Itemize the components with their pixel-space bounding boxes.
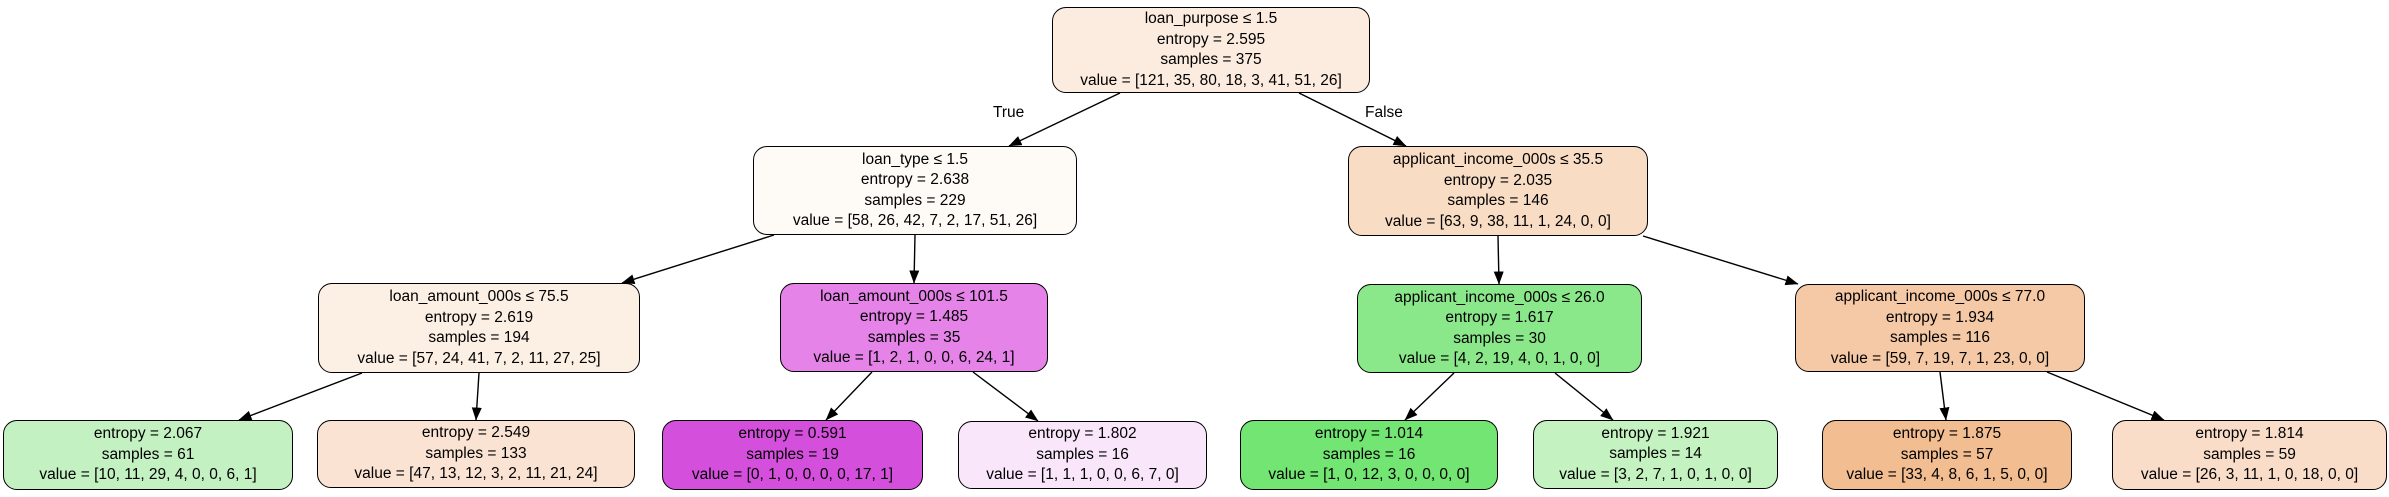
node-value: value = [10, 11, 29, 4, 0, 0, 6, 1] [39, 466, 257, 484]
tree-leaf-llr: entropy = 2.549 samples = 133 value = [4… [317, 420, 635, 488]
node-samples: samples = 57 [1900, 445, 1994, 463]
node-value: value = [4, 2, 19, 4, 0, 1, 0, 0] [1398, 350, 1601, 367]
node-value: value = [26, 3, 11, 1, 0, 18, 0, 0] [2140, 466, 2359, 484]
edge-r-rl [1493, 235, 1504, 285]
tree-leaf-lll: entropy = 2.067 samples = 61 value = [10… [3, 420, 293, 490]
node-samples: samples = 16 [1036, 445, 1129, 463]
node-samples: samples = 16 [1322, 445, 1416, 463]
node-value: value = [1, 1, 1, 0, 0, 6, 7, 0] [986, 466, 1179, 484]
edge-rr-rrl [1939, 371, 1950, 421]
node-value: value = [3, 2, 7, 1, 0, 1, 0, 0] [1559, 465, 1752, 483]
tree-node-l: loan_type ≤ 1.5 entropy = 2.638 samples … [753, 146, 1077, 235]
node-condition: applicant_income_000s ≤ 26.0 [1394, 288, 1605, 306]
edge-lr-lrr [972, 371, 1039, 422]
node-samples: samples = 19 [746, 445, 839, 463]
node-condition: applicant_income_000s ≤ 77.0 [1834, 288, 2046, 305]
tree-node-r: applicant_income_000s ≤ 35.5 entropy = 2… [1348, 146, 1648, 236]
node-value: value = [58, 26, 42, 7, 2, 17, 51, 26] [792, 212, 1038, 229]
node-value: value = [1, 0, 12, 3, 0, 0, 0, 0] [1268, 466, 1470, 484]
node-condition: loan_purpose ≤ 1.5 [1144, 10, 1278, 27]
node-entropy: entropy = 1.617 [1445, 309, 1554, 326]
node-samples: samples = 133 [425, 444, 527, 462]
node-entropy: entropy = 2.067 [93, 425, 203, 443]
tree-leaf-lrr: entropy = 1.802 samples = 16 value = [1,… [958, 421, 1207, 489]
node-entropy: entropy = 1.934 [1885, 308, 1995, 326]
tree-node-lr: loan_amount_000s ≤ 101.5 entropy = 1.485… [780, 283, 1048, 372]
node-entropy: entropy = 1.921 [1601, 424, 1710, 442]
node-condition: applicant_income_000s ≤ 35.5 [1392, 151, 1604, 168]
tree-node-root: loan_purpose ≤ 1.5 entropy = 2.595 sampl… [1052, 7, 1370, 93]
tree-node-rl: applicant_income_000s ≤ 26.0 entropy = 1… [1357, 284, 1642, 373]
node-samples: samples = 229 [864, 191, 966, 209]
node-value: value = [33, 4, 8, 6, 1, 5, 0, 0] [1846, 466, 2048, 484]
edge-ll-llr [471, 372, 482, 421]
node-samples: samples = 61 [101, 445, 195, 463]
tree-node-ll: loan_amount_000s ≤ 75.5 entropy = 2.619 … [318, 283, 640, 373]
node-condition: loan_amount_000s ≤ 101.5 [820, 287, 1008, 305]
node-entropy: entropy = 1.014 [1314, 425, 1424, 443]
node-value: value = [63, 9, 38, 11, 1, 24, 0, 0] [1385, 212, 1611, 230]
node-value: value = [57, 24, 41, 7, 2, 11, 27, 25] [357, 349, 601, 367]
node-samples: samples = 59 [2203, 445, 2296, 463]
edge-root-l [1008, 92, 1121, 147]
node-entropy: entropy = 2.638 [860, 171, 970, 188]
edge-rl-rll [1404, 372, 1455, 421]
node-value: value = [59, 7, 19, 7, 1, 23, 0, 0] [1830, 349, 2050, 367]
tree-leaf-lrl: entropy = 0.591 samples = 19 value = [0,… [662, 420, 923, 490]
node-samples: samples = 116 [1889, 329, 1991, 346]
edge-l-lr [909, 234, 920, 284]
node-entropy: entropy = 2.619 [424, 308, 534, 326]
tree-node-rr: applicant_income_000s ≤ 77.0 entropy = 1… [1795, 284, 2085, 372]
node-entropy: entropy = 1.875 [1892, 425, 2002, 443]
edge-lr-lrl [825, 371, 873, 421]
node-value: value = [47, 13, 12, 3, 2, 11, 21, 24] [354, 465, 598, 483]
node-samples: samples = 30 [1453, 329, 1546, 347]
node-samples: samples = 14 [1609, 445, 1702, 463]
node-value: value = [1, 2, 1, 0, 0, 6, 24, 1] [813, 349, 1015, 366]
node-entropy: entropy = 2.595 [1156, 30, 1266, 48]
edge-r-rr [1642, 235, 1799, 286]
edge-rl-rlr [1554, 372, 1614, 421]
node-entropy: entropy = 1.802 [1028, 425, 1137, 443]
tree-leaf-rlr: entropy = 1.921 samples = 14 value = [3,… [1533, 420, 1778, 489]
node-value: value = [121, 35, 80, 18, 3, 41, 51, 26] [1080, 71, 1342, 89]
tree-leaf-rrr: entropy = 1.814 samples = 59 value = [26… [2112, 420, 2387, 490]
node-samples: samples = 35 [867, 328, 961, 346]
node-value: value = [0, 1, 0, 0, 0, 0, 17, 1] [691, 466, 894, 484]
node-condition: loan_type ≤ 1.5 [862, 150, 968, 168]
node-condition: loan_amount_000s ≤ 75.5 [389, 288, 569, 305]
node-samples: samples = 375 [1160, 51, 1262, 68]
node-samples: samples = 194 [428, 329, 530, 346]
node-entropy: entropy = 2.035 [1443, 171, 1553, 189]
node-entropy: entropy = 0.591 [738, 425, 847, 443]
edge-label-true: True [993, 104, 1025, 121]
tree-leaf-rrl: entropy = 1.875 samples = 57 value = [33… [1822, 420, 2072, 490]
edge-ll-lll [238, 372, 363, 421]
node-samples: samples = 146 [1447, 192, 1549, 209]
node-entropy: entropy = 1.485 [859, 308, 969, 325]
edge-l-ll [621, 234, 775, 285]
node-entropy: entropy = 1.814 [2195, 425, 2304, 443]
edge-label-false: False [1365, 104, 1403, 121]
edge-rr-rrr [2046, 371, 2165, 421]
node-entropy: entropy = 2.549 [421, 424, 531, 442]
tree-leaf-rll: entropy = 1.014 samples = 16 value = [1,… [1240, 420, 1498, 490]
